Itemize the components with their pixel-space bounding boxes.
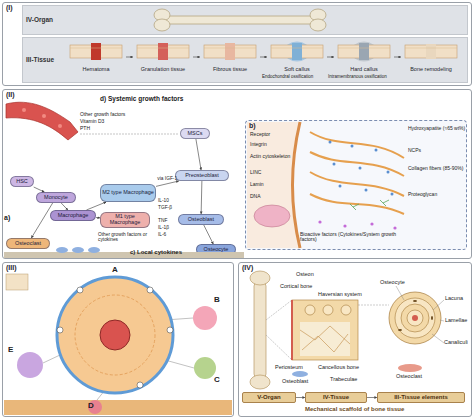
node-text: Bone remodeling xyxy=(410,67,452,73)
panel-frame: (II) HSC MonocyteMacrophage M2 type Macroph… xyxy=(2,89,472,259)
node-text: Monocyte xyxy=(44,195,68,201)
level-band: III-TissueHematoma Granulation tissue Fibr… xyxy=(22,37,468,83)
panel-frame: (I) IV-OrganIII-TissueHematoma Granulation… xyxy=(2,2,472,86)
node-text: Macrophage xyxy=(58,213,89,219)
healing-stage: Fibrous tissue xyxy=(200,40,260,74)
node-text: M2 type Macrophage xyxy=(102,190,154,196)
cell-node: Osteoblast xyxy=(178,214,224,225)
healing-stage: Hematoma xyxy=(66,40,126,74)
healing-stage: Hard callus xyxy=(334,40,394,74)
node-text: Hard callus xyxy=(350,67,378,73)
node-text: Soft callus xyxy=(284,67,309,73)
node-text: IV-Tissue xyxy=(323,394,349,400)
cell-node: MSCs xyxy=(180,128,210,139)
node-text: b) xyxy=(249,122,256,129)
node-text: (III) xyxy=(6,264,17,271)
node-text: III-Tissue xyxy=(23,57,54,64)
cell-node: Macrophage xyxy=(50,210,96,221)
cell-node: Osteoclast xyxy=(6,238,50,249)
level-box: V-Organ xyxy=(242,392,296,403)
node-text: Osteoclast xyxy=(15,241,41,247)
node-text: (IV) xyxy=(242,264,253,271)
node-text: Osteocyte xyxy=(204,247,229,253)
node-text: V-Organ xyxy=(257,394,280,400)
cell-node: M2 type Macrophage xyxy=(100,184,156,202)
node-text: Osteoblast xyxy=(188,217,214,223)
inset-frame: b) xyxy=(245,120,467,250)
healing-stage: Soft callus xyxy=(267,40,327,74)
node-text: Hematoma xyxy=(83,67,110,73)
cell-node: M1 type Macrophage xyxy=(100,212,150,228)
level-band: IV-Organ xyxy=(22,5,468,35)
node-text: Preosteoblast xyxy=(185,173,219,179)
panel-frame: (IV) V-Organ IV-Tissue III-Tissue elements xyxy=(238,262,472,417)
node-text: M1 type Macrophage xyxy=(101,214,149,226)
node-text: HSC xyxy=(16,179,28,185)
node-text: Granulation tissue xyxy=(141,67,185,73)
node-text: MSCs xyxy=(188,131,203,137)
healing-stage: Bone remodeling xyxy=(401,40,461,74)
healing-stage: Granulation tissue xyxy=(133,40,193,74)
node-text: (II) xyxy=(6,91,15,98)
cell-node: HSC xyxy=(10,176,34,187)
level-box: IV-Tissue xyxy=(305,392,367,403)
cell-node: Osteocyte xyxy=(196,244,236,255)
node-text: Fibrous tissue xyxy=(213,67,247,73)
cell-node: Monocyte xyxy=(36,192,76,203)
cell-node: Preosteoblast xyxy=(175,170,229,181)
node-text: IV-Organ xyxy=(23,17,53,24)
level-box: III-Tissue elements xyxy=(377,392,465,403)
node-text: (I) xyxy=(6,4,13,11)
panel-frame: (III) xyxy=(2,262,234,417)
node-text: III-Tissue elements xyxy=(394,394,448,400)
